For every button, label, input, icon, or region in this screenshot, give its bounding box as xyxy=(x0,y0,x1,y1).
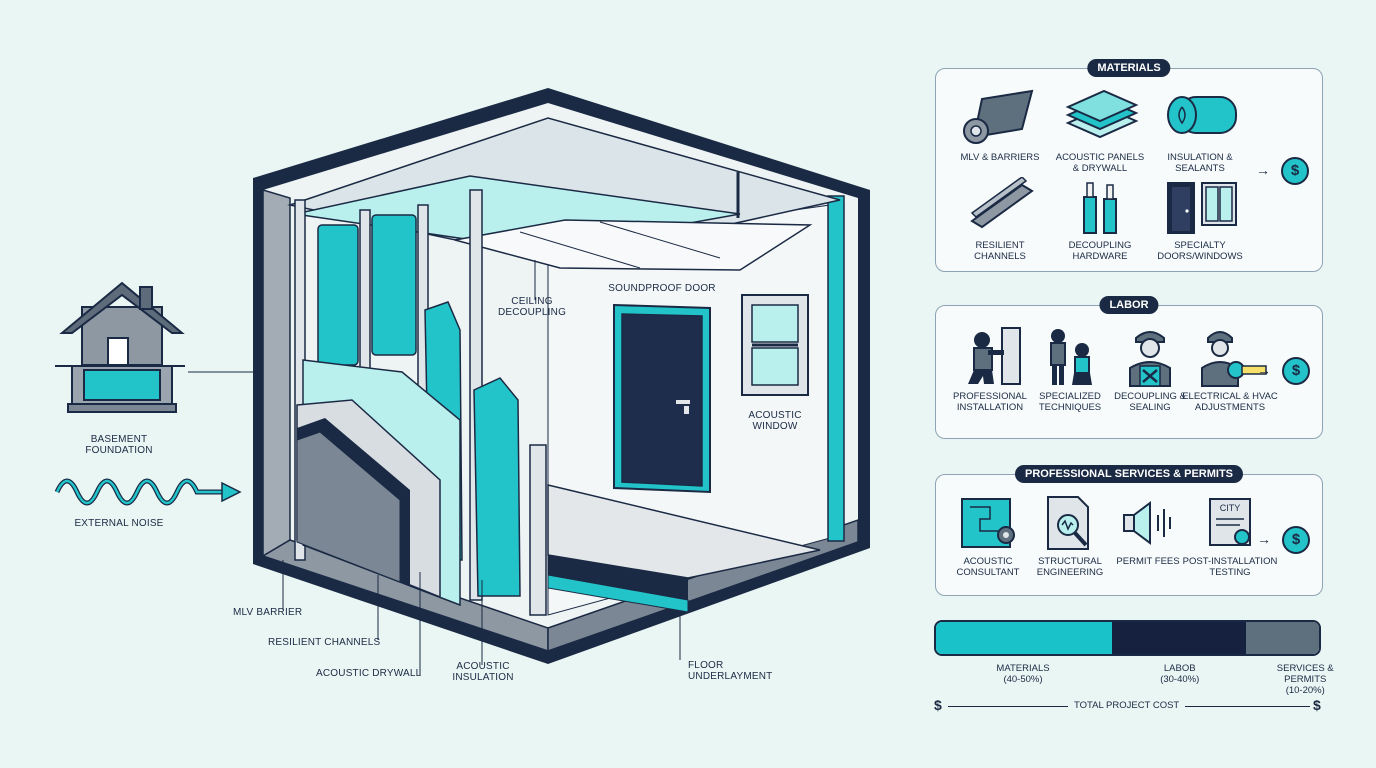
acoustic-window-icon xyxy=(741,294,809,396)
services-panel: PROFESSIONAL SERVICES & PERMITS ACOUSTIC… xyxy=(935,465,1323,596)
arrow-right-icon: → xyxy=(1256,162,1270,178)
services-title: PROFESSIONAL SERVICES & PERMITS xyxy=(1014,465,1244,483)
bar-segment-0 xyxy=(936,622,1113,654)
materials-item-label: SPECIALTY DOORS/WINDOWS xyxy=(1157,240,1243,262)
total-project-cost-label: TOTAL PROJECT COST xyxy=(1068,700,1186,711)
certificate-icon: CITY xyxy=(1209,498,1251,546)
dollar-icon: $ xyxy=(1282,526,1310,554)
document-search-icon xyxy=(1047,496,1089,550)
acoustic-window-label: ACOUSTIC WINDOW xyxy=(748,410,802,432)
installer-icon xyxy=(968,327,1021,385)
total-left-dollar: $ xyxy=(934,697,942,713)
services-item-label: PERMIT FEES xyxy=(1116,556,1180,567)
bar-label-range: (10-20%) xyxy=(1285,685,1325,696)
external-noise-label: EXTERNAL NOISE xyxy=(74,518,164,529)
arrow-right-icon: → xyxy=(1257,362,1271,378)
door-window-icon xyxy=(1167,182,1237,234)
materials-panel: MATERIALS MLV & BARRIERS ACOUSTIC PANELS… xyxy=(935,59,1323,272)
materials-item-label: DECOUPLING HARDWARE xyxy=(1068,240,1132,262)
panels-icon xyxy=(1065,89,1139,139)
total-right-dollar: $ xyxy=(1313,697,1321,713)
acoustic-insulation-label: ACOUSTIC INSULATION xyxy=(452,661,514,683)
services-item-label: POST-INSTALLATION TESTING xyxy=(1182,556,1278,578)
mlv-barrier-label: MLV BARRIER xyxy=(233,607,303,618)
bar-label-range: (40-50%) xyxy=(1003,674,1043,685)
labor-item-installation: PROFESSIONAL INSTALLATION xyxy=(942,324,1038,413)
materials-item-panels: ACOUSTIC PANELS & DRYWALL xyxy=(1052,89,1148,174)
cost-breakdown-bar xyxy=(934,620,1321,656)
materials-item-hardware: DECOUPLING HARDWARE xyxy=(1052,177,1148,262)
acoustic-drywall-label: ACOUSTIC DRYWALL xyxy=(316,668,422,679)
roll-icon xyxy=(963,89,1034,144)
basement-foundation-label: BASEMENT FOUNDATION xyxy=(85,434,153,456)
bar-segment-2 xyxy=(1246,622,1319,654)
city-badge-text: CITY xyxy=(1220,503,1241,513)
resilient-channels-label: RESILIENT CHANNELS xyxy=(268,637,381,648)
bar-label: SERVICES & PERMITS(10-20%) xyxy=(1274,663,1336,696)
channel-icon xyxy=(970,177,1034,229)
services-item-consultant: ACOUSTIC CONSULTANT xyxy=(940,493,1036,578)
soundproof-door-icon xyxy=(613,303,711,494)
house-icon xyxy=(55,281,262,413)
bar-label: LABOB(30-40%) xyxy=(1140,663,1220,685)
materials-item-label: ACOUSTIC PANELS & DRYWALL xyxy=(1055,152,1145,174)
bar-label-range: (30-40%) xyxy=(1160,674,1200,685)
soundproofing-cutaway-diagram xyxy=(54,88,870,675)
labor-item-techniques: SPECIALIZED TECHNIQUES xyxy=(1022,324,1118,413)
materials-item-label: RESILIENT CHANNELS xyxy=(974,240,1026,262)
services-item-label: STRUCTURAL ENGINEERING xyxy=(1036,556,1104,578)
ceiling-decoupling-label: CEILING DECOUPLING xyxy=(497,296,567,318)
soundproof-door-label: SOUNDPROOF DOOR xyxy=(608,283,716,294)
labor-item-label: DECOUPLING & SEALING xyxy=(1114,391,1186,413)
noise-wave-icon xyxy=(54,478,242,506)
labor-title: LABOR xyxy=(1099,296,1159,314)
electrician-icon xyxy=(1201,331,1267,387)
labor-item-label: SPECIALIZED TECHNIQUES xyxy=(1038,391,1102,413)
materials-item-channels: RESILIENT CHANNELS xyxy=(952,177,1048,262)
tube-icon xyxy=(1083,182,1117,234)
insulation-icon xyxy=(1167,96,1237,134)
labor-panel: LABOR PROFESSIONAL INSTALLATION SPECIALI… xyxy=(935,296,1323,439)
blueprint-icon xyxy=(961,498,1015,548)
workers-icon xyxy=(1050,329,1092,385)
bar-segment-1 xyxy=(1112,622,1247,654)
room-shell xyxy=(253,88,870,675)
services-item-label: ACOUSTIC CONSULTANT xyxy=(956,556,1020,578)
labor-item-electrical: ELECTRICAL & HVAC ADJUSTMENTS xyxy=(1182,324,1278,413)
labor-item-decoupling: DECOUPLING & SEALING xyxy=(1102,324,1198,413)
arrow-right-icon: → xyxy=(1257,531,1271,547)
bar-label-name: SERVICES & PERMITS xyxy=(1276,663,1334,685)
materials-item-doors: SPECIALTY DOORS/WINDOWS xyxy=(1152,177,1248,262)
worker-tools-icon xyxy=(1129,331,1171,387)
materials-item-mlv: MLV & BARRIERS xyxy=(952,89,1048,163)
materials-item-label: INSULATION & SEALANTS xyxy=(1167,152,1233,174)
materials-title: MATERIALS xyxy=(1087,59,1171,77)
materials-item-label: MLV & BARRIERS xyxy=(960,152,1040,163)
labor-item-label: PROFESSIONAL INSTALLATION xyxy=(953,391,1027,413)
dollar-icon: $ xyxy=(1282,357,1310,385)
dollar-icon: $ xyxy=(1281,157,1309,185)
bar-label: MATERIALS(40-50%) xyxy=(983,663,1063,685)
speaker-icon xyxy=(1123,501,1171,545)
bar-label-name: LABOB xyxy=(1163,663,1196,674)
bar-label-name: MATERIALS xyxy=(996,663,1050,674)
services-item-testing: CITY POST-INSTALLATION TESTING xyxy=(1182,493,1278,578)
labor-item-label: ELECTRICAL & HVAC ADJUSTMENTS xyxy=(1182,391,1278,413)
materials-item-insulation: INSULATION & SEALANTS xyxy=(1152,89,1248,174)
floor-underlayment-label: FLOOR UNDERLAYMENT xyxy=(688,660,773,682)
services-item-structural: STRUCTURAL ENGINEERING xyxy=(1022,493,1118,578)
services-item-permit: PERMIT FEES xyxy=(1100,493,1196,567)
